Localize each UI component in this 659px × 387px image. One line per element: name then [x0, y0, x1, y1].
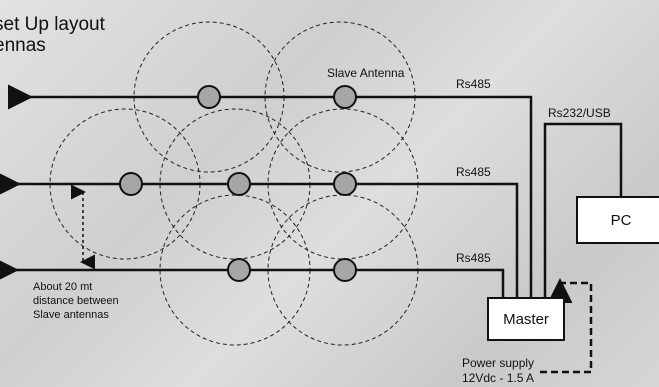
- rs232-usb-label: Rs232/USB: [548, 106, 611, 120]
- power-supply-label-line2: 12Vdc - 1.5 A: [462, 371, 535, 385]
- slave-antenna: [333, 172, 357, 196]
- rs485-bus-top: [7, 84, 533, 300]
- distance-label-line3: Slave antennas: [33, 309, 109, 321]
- slave-antenna: [333, 85, 357, 109]
- distance-label-line2: distance between: [33, 295, 119, 307]
- rs485-bus-middle: [0, 171, 519, 300]
- power-supply-label-line1: Power supply: [462, 356, 535, 370]
- rs485-label-middle: Rs485: [456, 165, 491, 179]
- slave-antenna: [227, 172, 251, 196]
- rs485-bus-bottom: [0, 257, 505, 300]
- slave-antenna-label: Slave Antenna: [327, 66, 405, 80]
- rs232-usb-link: [543, 122, 623, 300]
- slave-antenna: [333, 258, 357, 282]
- diagram-title-line1: set Up layout: [0, 14, 105, 35]
- rs485-label-top: Rs485: [456, 77, 491, 91]
- master-box: Master: [487, 297, 565, 341]
- slave-antenna: [197, 85, 221, 109]
- pc-box: PC: [576, 196, 659, 244]
- power-supply-line: [540, 278, 593, 374]
- diagram-title-line2: ennas: [0, 35, 46, 56]
- slave-antenna: [119, 172, 143, 196]
- distance-label-line1: About 20 mt: [33, 281, 93, 293]
- rs485-label-bottom: Rs485: [456, 251, 491, 265]
- slave-antenna: [227, 258, 251, 282]
